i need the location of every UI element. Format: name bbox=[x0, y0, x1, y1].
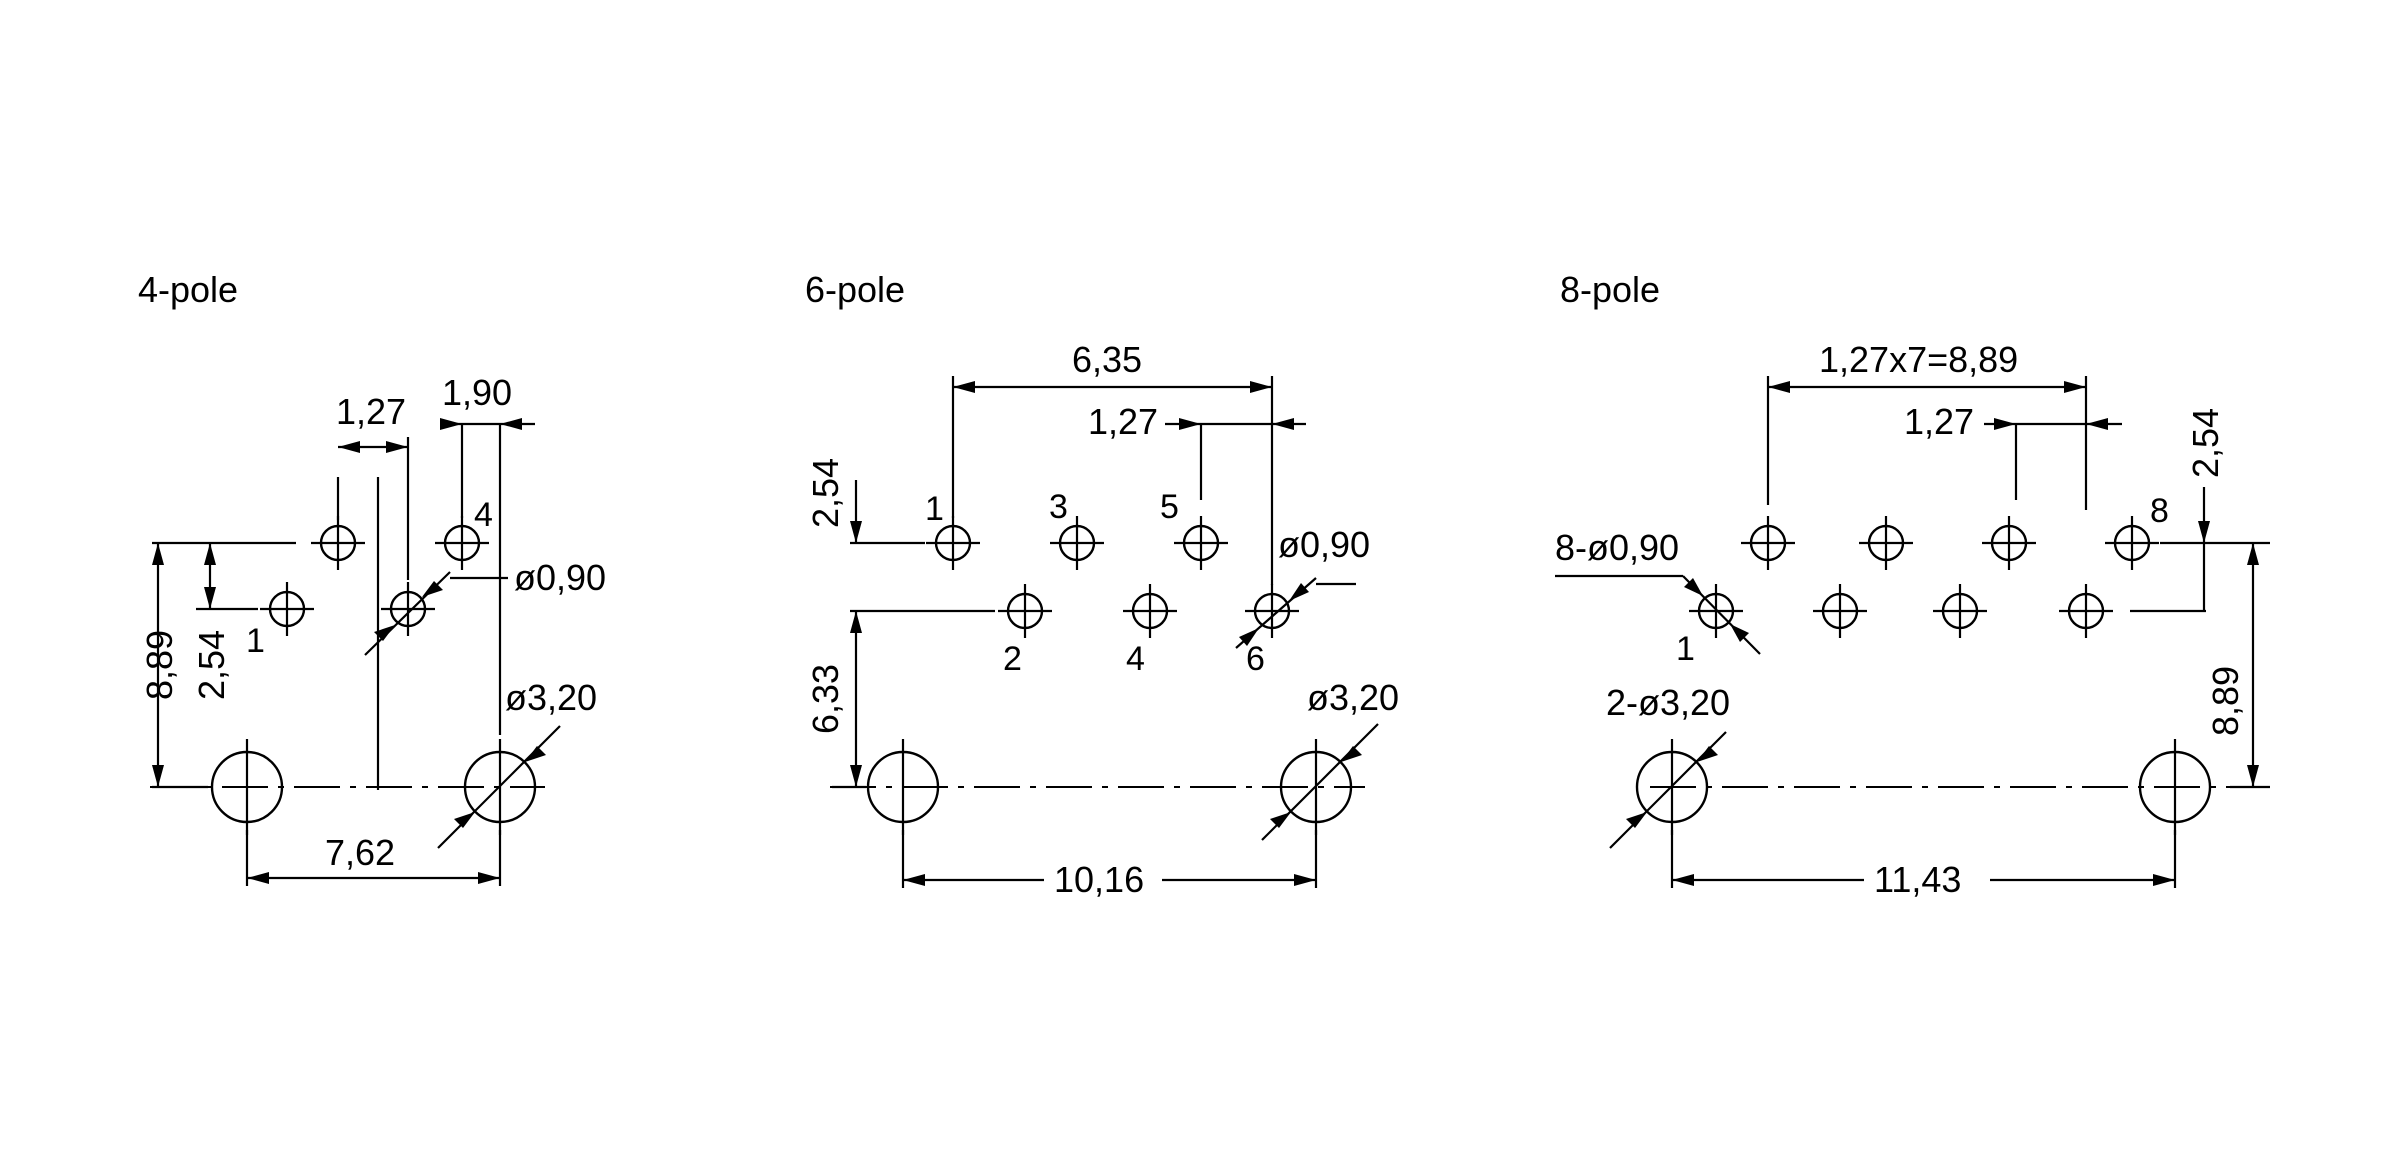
dim-span-top-6-pole: 6,35 bbox=[1072, 339, 1142, 380]
pin-label-8: 8 bbox=[2150, 492, 2169, 530]
dim-mount-span-6-pole: 10,16 bbox=[1054, 859, 1144, 900]
dim-rowgap-8-pole: 2,54 bbox=[2185, 408, 2226, 478]
dim-mount-dia-6-pole: ø3,20 bbox=[1307, 677, 1399, 718]
pin-label-4: 4 bbox=[1126, 640, 1145, 678]
dim-height-4-pole: 8,89 bbox=[139, 630, 180, 700]
pin-hole bbox=[1811, 582, 1869, 640]
panel-title-4-pole: 4-pole bbox=[138, 269, 238, 310]
pin-label-5: 5 bbox=[1160, 488, 1179, 526]
dim-span-top-8-pole: 1,27x7=8,89 bbox=[1819, 339, 2018, 380]
pin-hole bbox=[2057, 582, 2115, 640]
pin-hole bbox=[1172, 514, 1230, 572]
pin-hole bbox=[1980, 514, 2038, 572]
panel-title-6-pole: 6-pole bbox=[805, 269, 905, 310]
dim-mount-dia-8-pole: 2-ø3,20 bbox=[1606, 682, 1730, 723]
pin-hole bbox=[996, 582, 1054, 640]
panel-4-pole: 4-pole 1 4 1,27 1,90 bbox=[138, 269, 606, 886]
pin-hole bbox=[1931, 582, 1989, 640]
panel-8-pole: 8-pole 1 8 1,27x7=8,89 bbox=[1555, 269, 2270, 900]
dim-pin-dia-4-pole: ø0,90 bbox=[514, 557, 606, 598]
dim-pin-dia-8-pole: 8-ø0,90 bbox=[1555, 527, 1679, 568]
dim-pin-dia-6-pole: ø0,90 bbox=[1278, 524, 1370, 565]
pin-hole bbox=[1857, 514, 1915, 572]
pin-hole bbox=[1739, 514, 1797, 572]
dim-rowgap-4-pole: 2,54 bbox=[191, 630, 232, 700]
pin-label-3: 3 bbox=[1049, 488, 1068, 526]
pin-label-2: 2 bbox=[1003, 640, 1022, 678]
pin-hole bbox=[1243, 582, 1301, 640]
pin-hole bbox=[1121, 582, 1179, 640]
pin-hole bbox=[309, 514, 367, 572]
pin-label-1: 1 bbox=[1676, 630, 1695, 668]
dim-mount-span-4-pole: 7,62 bbox=[325, 832, 395, 873]
dim-height-6-pole: 6,33 bbox=[805, 664, 846, 734]
dim-mount-dia-4-pole: ø3,20 bbox=[505, 677, 597, 718]
pin-label-4: 4 bbox=[474, 496, 493, 534]
pin-label-1: 1 bbox=[925, 490, 944, 528]
pin-hole bbox=[258, 580, 316, 638]
dim-offset-4-pole: 1,90 bbox=[442, 372, 512, 413]
panel-title-8-pole: 8-pole bbox=[1560, 269, 1660, 310]
pin-label-1: 1 bbox=[246, 622, 265, 660]
pin-label-6: 6 bbox=[1246, 640, 1265, 678]
dim-rowgap-6-pole: 2,54 bbox=[805, 458, 846, 528]
dim-pitch-6-pole: 1,27 bbox=[1088, 401, 1158, 442]
panel-6-pole: 6-pole 1 2 3 4 5 6 6,35 bbox=[805, 269, 1399, 900]
dim-pitch-8-pole: 1,27 bbox=[1904, 401, 1974, 442]
dim-height-8-pole: 8,89 bbox=[2205, 666, 2246, 736]
dim-pitch-4-pole: 1,27 bbox=[336, 391, 406, 432]
dim-mount-span-8-pole: 11,43 bbox=[1874, 859, 1961, 900]
